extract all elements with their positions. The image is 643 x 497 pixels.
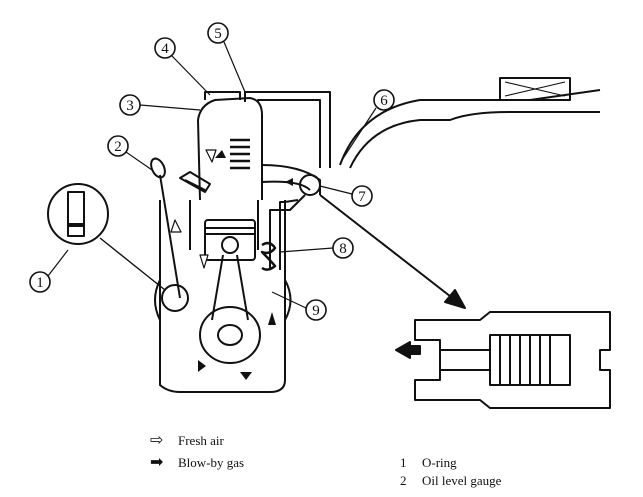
detail-arrowhead bbox=[444, 289, 466, 309]
callout-1: 1 bbox=[36, 275, 44, 291]
detail-circle-1 bbox=[161, 284, 189, 312]
air-cleaner-mesh bbox=[504, 81, 566, 97]
fresh-air-arrows bbox=[170, 149, 217, 269]
oil-separator bbox=[260, 241, 277, 271]
o-ring-body bbox=[67, 191, 85, 237]
cylinder-head bbox=[197, 97, 263, 201]
parts-list: 1 O-ring 2 Oil level gauge bbox=[400, 454, 501, 490]
dipstick-handle bbox=[150, 157, 166, 179]
parts-item: 2 Oil level gauge bbox=[400, 472, 501, 490]
parts-item-number: 2 bbox=[400, 473, 407, 488]
connecting-rod bbox=[211, 254, 249, 321]
callout-7: 7 bbox=[358, 189, 366, 205]
callout-markers: 1 2 3 4 5 6 7 8 9 bbox=[29, 22, 395, 321]
callout-6-circle bbox=[373, 89, 395, 111]
parts-item-name: O-ring bbox=[422, 455, 457, 470]
detail-flow-arrow bbox=[395, 341, 421, 359]
callout-1-circle bbox=[29, 271, 51, 293]
crank-journal bbox=[217, 324, 243, 346]
legend-blowby-label: Blow-by gas bbox=[178, 455, 245, 470]
parts-item-name: Oil level gauge bbox=[422, 473, 502, 488]
intake-duct bbox=[339, 89, 601, 166]
callout-9: 9 bbox=[312, 303, 320, 319]
callout-2-circle bbox=[107, 135, 129, 157]
o-ring-detail bbox=[47, 183, 109, 245]
cylinder-wall bbox=[189, 200, 259, 250]
legend-blowby: ➡ Blow-by gas bbox=[150, 452, 244, 474]
piston bbox=[204, 219, 256, 261]
breather-hose-inner bbox=[257, 99, 321, 168]
legend-fresh-air: ⇨ Fresh air bbox=[150, 430, 244, 452]
intake-duct-lower bbox=[349, 111, 600, 169]
flow-legend: ⇨ Fresh air ➡ Blow-by gas bbox=[150, 430, 244, 474]
spark-plug bbox=[179, 171, 211, 193]
pcv-hose bbox=[269, 194, 306, 270]
hollow-arrow-icon: ⇨ bbox=[150, 432, 164, 449]
piston-rings bbox=[205, 227, 255, 235]
callout-6: 6 bbox=[380, 93, 388, 109]
callout-5-circle bbox=[207, 22, 229, 44]
callout-2: 2 bbox=[114, 139, 122, 155]
callout-4: 4 bbox=[161, 41, 169, 57]
crankcase bbox=[154, 279, 292, 321]
solid-arrow-icon: ➡ bbox=[150, 454, 164, 471]
engine-ventilation-diagram: 1 2 3 4 5 6 7 8 9 bbox=[29, 22, 611, 409]
pcv-detail-view bbox=[414, 311, 611, 409]
flow-arrows bbox=[198, 150, 293, 380]
pcv-hose-inner bbox=[279, 199, 299, 270]
legend-fresh-air-label: Fresh air bbox=[178, 433, 224, 448]
engine-block bbox=[159, 200, 286, 393]
callout-9-circle bbox=[305, 299, 327, 321]
detail-arrow-line bbox=[319, 194, 456, 301]
leader-line bbox=[99, 237, 166, 291]
callout-3: 3 bbox=[126, 98, 134, 114]
air-cleaner bbox=[499, 77, 571, 101]
breather-hose bbox=[244, 91, 331, 168]
callout-8: 8 bbox=[339, 241, 347, 257]
valve-spring bbox=[230, 138, 250, 170]
piston-pin bbox=[221, 236, 239, 254]
parts-item: 1 O-ring bbox=[400, 454, 501, 472]
head-cover bbox=[204, 91, 241, 100]
oil-level-gauge bbox=[159, 174, 181, 299]
crankshaft bbox=[199, 306, 261, 364]
callout-7-circle bbox=[351, 185, 373, 207]
callout-5: 5 bbox=[214, 26, 222, 42]
pcv-valve bbox=[299, 174, 321, 196]
parts-item-number: 1 bbox=[400, 455, 407, 470]
callout-4-circle bbox=[154, 37, 176, 59]
